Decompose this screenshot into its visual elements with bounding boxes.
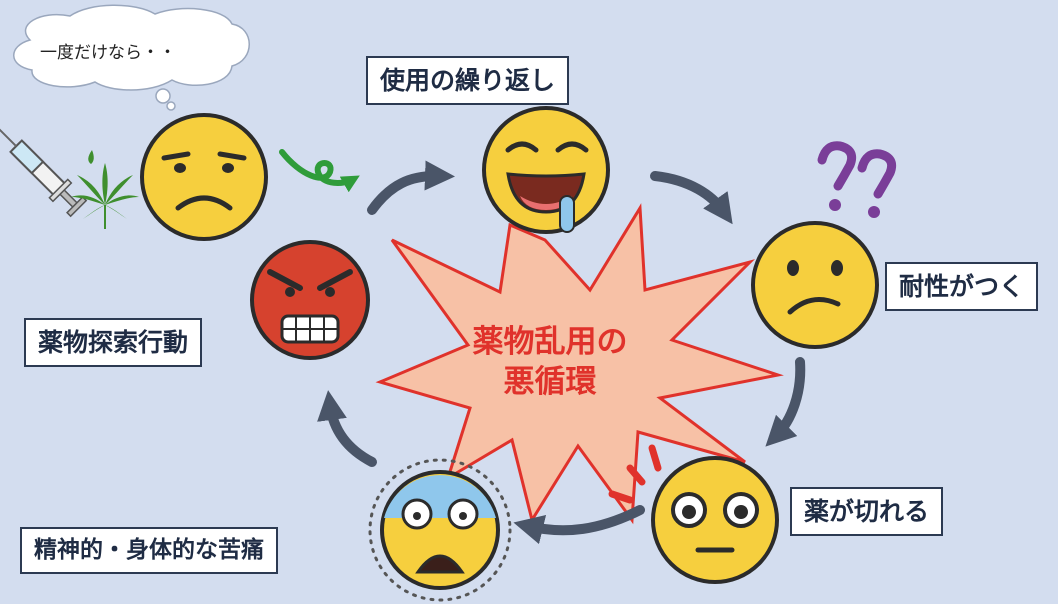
cannabis-leaf-icon — [71, 163, 139, 229]
center-burst — [375, 203, 784, 525]
thought-bubble-icon — [13, 4, 250, 111]
shock-lines-icon — [608, 444, 662, 504]
stage-label-repeat-use: 使用の繰り返し — [366, 56, 570, 105]
center-title-line2: 悪循環 — [503, 364, 597, 400]
stage-label-drug-seeking: 薬物探索行動 — [24, 318, 203, 367]
frowning-face-icon — [140, 113, 268, 241]
center-title-line1: 薬物乱用の — [472, 324, 628, 360]
arrow-suffering-to-seeking — [317, 390, 377, 467]
arrow-wearoff-to-suffering — [513, 505, 645, 545]
stage-label-suffering: 精神的・身体的な苦痛 — [20, 527, 278, 574]
wide-eyed-face-icon — [651, 456, 779, 584]
fearful-face-icon — [368, 458, 512, 602]
arrow-repeat-to-tolerance — [650, 171, 733, 225]
thought-bubble-text: 一度だけなら・・ — [40, 43, 176, 63]
arrow-tolerance-to-wearoff — [765, 357, 806, 447]
angry-face-icon — [250, 240, 370, 360]
question-marks-icon — [817, 141, 897, 199]
syringe-icon — [0, 126, 88, 218]
stage-label-wear-off: 薬が切れる — [790, 487, 944, 536]
center-title: 薬物乱用の 悪循環 — [455, 322, 645, 402]
stage-label-tolerance: 耐性がつく — [885, 262, 1039, 311]
drooling-face-icon — [482, 106, 610, 234]
curly-arrow-icon — [279, 149, 360, 193]
confused-face-icon — [751, 221, 879, 349]
arrow-start-to-repeat — [367, 160, 455, 215]
